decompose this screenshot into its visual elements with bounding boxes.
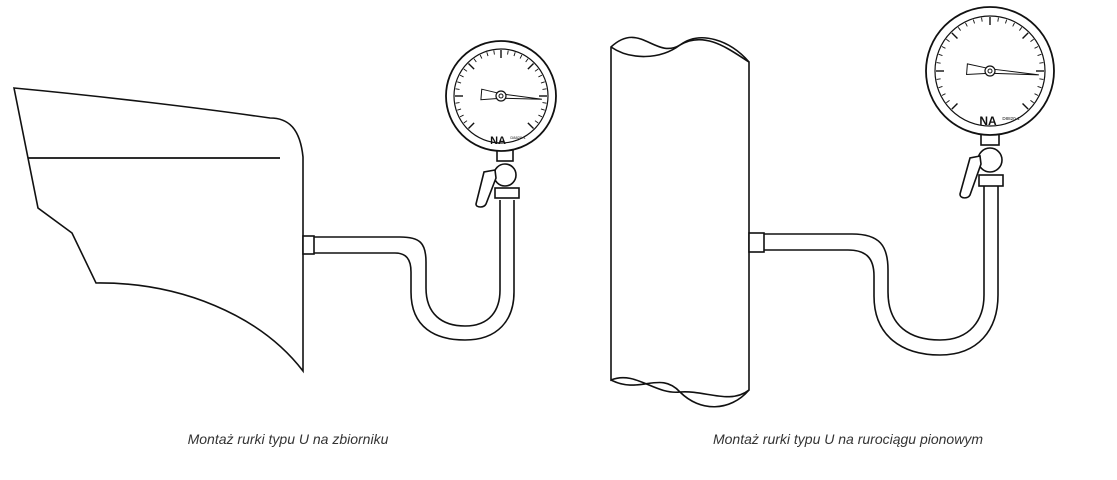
gauge-tick [467, 62, 475, 70]
gauge-tick [946, 38, 950, 42]
pipe-valve-body [977, 147, 1003, 173]
tank-u-tube [314, 200, 501, 327]
gauge-tick [938, 53, 943, 56]
pipe-top-edge [610, 37, 750, 63]
gauge-tick [540, 108, 545, 111]
gauge-tick [538, 114, 543, 118]
gauge-needle-pin [987, 68, 993, 74]
pipe-body [610, 36, 750, 398]
gauge-tick [455, 102, 460, 104]
pipe-pressure-gauge: NA D8820-1 [925, 6, 1055, 136]
gauge-tick [493, 50, 495, 55]
tank-u-tube-inner [314, 200, 515, 341]
gauge-tick [936, 62, 941, 64]
gauge-tick [486, 52, 489, 57]
pipe-connector [748, 232, 765, 253]
gauge-tick [1019, 27, 1023, 31]
gauge-tick [527, 62, 535, 70]
pipe-bottom-edge [610, 379, 750, 408]
gauge-tick [463, 120, 468, 124]
tank-pressure-gauge: NA D8820-1 [445, 40, 557, 152]
gauge-tick [1022, 103, 1029, 110]
gauge-tick [936, 78, 941, 80]
gauge-tick [519, 54, 523, 59]
gauge-tick [941, 46, 946, 49]
tank-outline [13, 87, 304, 374]
gauge-tick [938, 86, 943, 89]
tank-panel [13, 87, 520, 374]
gauge-tick [1030, 38, 1034, 42]
gauge-tick [941, 93, 946, 96]
pipe-valve-collar [978, 174, 1004, 187]
gauge-tick [542, 88, 547, 90]
tank-valve-handle [475, 169, 497, 208]
gauge-tick [997, 17, 999, 22]
pipe-u-tube [764, 185, 985, 341]
gauge-logo: NA [490, 135, 506, 147]
gauge-tick [951, 32, 958, 39]
gauge-tick [1005, 19, 1008, 24]
gauge-tick [534, 120, 539, 124]
gauge-tick [965, 22, 968, 27]
gauge-tick [459, 114, 464, 118]
gauge-tick [972, 19, 975, 24]
gauge-tick [1039, 62, 1044, 64]
gauge-tick [525, 58, 529, 63]
gauge-needle [966, 63, 1039, 77]
gauge-tick [473, 58, 477, 63]
tank-valve-collar [494, 187, 520, 199]
gauge-tick [540, 81, 545, 84]
tank-connector [302, 235, 315, 255]
gauge-tick [513, 52, 516, 57]
gauge-tick [455, 88, 460, 90]
gauge-code: D8820-1 [1002, 116, 1020, 121]
gauge-tick [946, 100, 950, 104]
gauge-tick [1037, 53, 1042, 56]
gauge-tick [981, 17, 983, 22]
gauge-tick [542, 102, 547, 104]
gauge-tick [457, 108, 462, 111]
gauge-tick [1039, 78, 1044, 80]
gauge-tick [467, 122, 475, 130]
gauge-tick [1012, 22, 1015, 27]
gauge-code: D8820-1 [510, 135, 526, 140]
gauge-tick [538, 74, 543, 78]
gauge-tick [1022, 32, 1029, 39]
pipe-panel [610, 36, 1004, 408]
gauge-scale [455, 50, 547, 130]
gauge-tick [1034, 46, 1039, 49]
gauge-tick [479, 54, 483, 59]
gauge-needle-pin [498, 93, 504, 99]
gauge-tick [463, 68, 468, 72]
gauge-tick [507, 50, 509, 55]
pipe-u-tube-inner [764, 185, 999, 356]
pipe-valve-handle [959, 155, 982, 199]
gauge-scale [936, 17, 1044, 110]
gauge-tick [1037, 86, 1042, 89]
tank-valve-body [493, 163, 517, 187]
pipe-caption: Montaż rurki typu U na rurociągu pionowy… [712, 431, 983, 447]
gauge-tick [1030, 100, 1034, 104]
gauge-tick [1034, 93, 1039, 96]
gauge-tick [951, 103, 958, 110]
gauge-logo: NA [979, 114, 997, 128]
tank-caption: Montaż rurki typu U na zbiorniku [187, 431, 389, 447]
gauge-tick [957, 27, 961, 31]
gauge-needle [480, 88, 542, 102]
gauge-tick [527, 122, 535, 130]
gauge-tick [459, 74, 464, 78]
gauge-tick [534, 68, 539, 72]
gauge-tick [457, 81, 462, 84]
